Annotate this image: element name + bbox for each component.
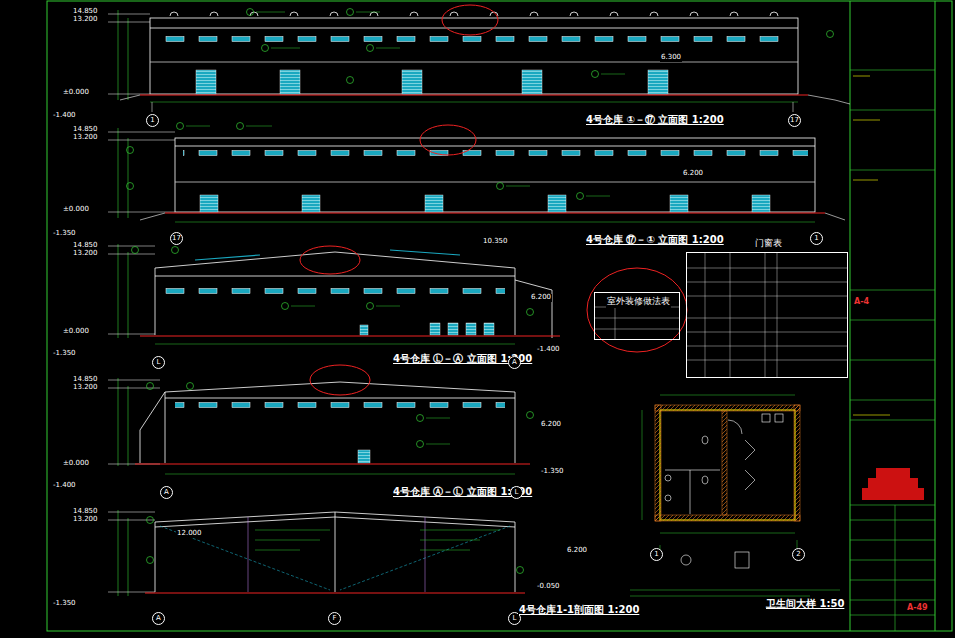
dimension-text: -1.400: [536, 346, 561, 354]
grid-bubble: 17: [170, 232, 183, 245]
grid-bubble: 1: [650, 548, 663, 561]
drawing-title: 4号仓库 ①－⑰ 立面图 1:200: [585, 114, 725, 125]
dimension-text: 13.200: [72, 516, 99, 524]
dimension-text: 13.200: [72, 250, 99, 258]
dimension-text: -1.350: [52, 600, 77, 608]
sheet-number: A-4: [853, 298, 870, 307]
drawing-title: 4号仓库 ⑰－① 立面图 1:200: [585, 234, 725, 245]
table-box: 室外装修做法表: [594, 292, 680, 340]
dimension-text: 14.850: [72, 242, 99, 250]
grid-bubble: A: [508, 356, 521, 369]
sheet-number: A-49: [906, 604, 929, 613]
grid-bubble: F: [328, 612, 341, 625]
dimension-text: -1.350: [52, 230, 77, 238]
dimension-text: ±0.000: [62, 89, 90, 97]
dimension-text: 6.200: [566, 547, 588, 555]
dimension-text: 6.200: [540, 421, 562, 429]
grid-bubble: 1: [810, 232, 823, 245]
dimension-text: -0.050: [536, 583, 561, 591]
table-box: 门窗表: [686, 252, 848, 378]
table-heading: 门窗表: [754, 237, 783, 250]
dimension-text: 13.200: [72, 16, 99, 24]
dimension-text: ±0.000: [62, 460, 90, 468]
grid-bubble: 1: [146, 114, 159, 127]
dimension-text: 13.200: [72, 384, 99, 392]
dimension-text: -1.350: [52, 350, 77, 358]
dimension-text: -1.400: [52, 112, 77, 120]
dimension-text: 14.850: [72, 508, 99, 516]
dimension-text: -1.350: [540, 468, 565, 476]
drawing-title: 4号仓库1-1剖面图 1:200: [518, 604, 640, 615]
dimension-text: 6.200: [530, 294, 552, 302]
drawing-title: 卫生间大样 1:50: [765, 598, 845, 609]
dimension-text: 14.850: [72, 376, 99, 384]
dimension-text: 14.850: [72, 126, 99, 134]
dimension-text: 14.850: [72, 8, 99, 16]
grid-bubble: A: [152, 612, 165, 625]
dimension-text: -1.400: [52, 482, 77, 490]
grid-bubble: L: [510, 486, 523, 499]
table-heading: 室外装修做法表: [606, 295, 671, 308]
dimension-text: 13.200: [72, 134, 99, 142]
grid-bubble: 17: [788, 114, 801, 127]
grid-bubble: A: [160, 486, 173, 499]
dimension-text: ±0.000: [62, 328, 90, 336]
dimension-text: ±0.000: [62, 206, 90, 214]
grid-bubble: 2: [792, 548, 805, 561]
dimension-text: 6.200: [682, 170, 704, 178]
dimension-text: 6.300: [660, 54, 682, 62]
dimension-text: 12.000: [176, 530, 203, 538]
grid-bubble: L: [152, 356, 165, 369]
dimension-text: 10.350: [482, 238, 509, 246]
